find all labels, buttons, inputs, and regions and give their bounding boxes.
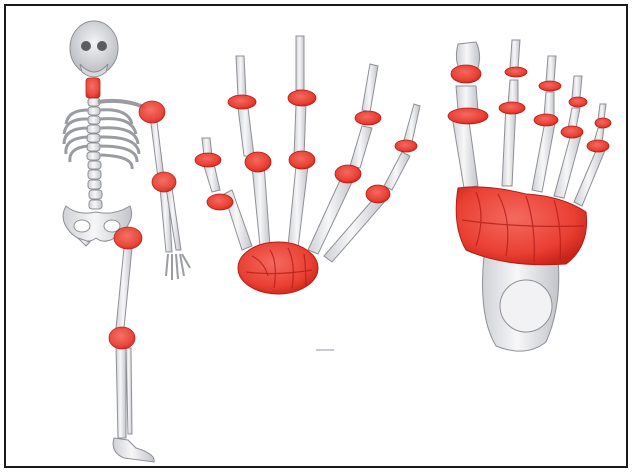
toe3-pip-joint	[534, 114, 558, 126]
stray-mark	[316, 349, 334, 351]
thumb-mcp-joint	[207, 194, 233, 210]
toe2-dip-joint	[505, 67, 527, 77]
knee-joint	[109, 327, 135, 349]
toe2-pip-joint	[499, 102, 525, 114]
little-finger	[404, 104, 420, 142]
skeleton-hand	[166, 254, 190, 280]
middle-pip-joint	[289, 151, 315, 169]
index-pip-joint	[245, 152, 271, 172]
index-dip-joint	[228, 95, 256, 109]
skeleton-figure	[63, 21, 190, 462]
elbow-joint	[152, 172, 176, 192]
little-pip-joint	[366, 185, 390, 203]
skeleton-foot	[113, 438, 154, 462]
illustration-frame	[4, 4, 628, 468]
middle-finger	[296, 36, 304, 90]
toe3-dip-joint	[539, 81, 561, 91]
rib-cage	[64, 110, 139, 169]
toe5-dip-joint	[595, 118, 611, 128]
neck-joint	[86, 78, 100, 98]
shoulder-joint	[139, 101, 165, 123]
hand-figure	[195, 36, 420, 294]
femur	[116, 248, 132, 328]
humerus	[150, 114, 164, 178]
ring-pip-joint	[335, 165, 361, 183]
toe4-pip-joint	[561, 126, 583, 138]
index-finger	[236, 56, 246, 96]
big-toe-mtp-joint	[448, 108, 488, 124]
thumb-ip-joint	[195, 153, 221, 167]
toe5-pip-joint	[587, 140, 609, 152]
ring-finger	[362, 64, 378, 112]
joint-diagram	[6, 6, 626, 466]
hip-joint	[114, 227, 142, 249]
middle-dip-joint	[288, 90, 316, 106]
toe4-dip-joint	[569, 97, 587, 107]
foot-figure	[448, 40, 611, 351]
foot-joints	[448, 65, 611, 152]
skull	[70, 21, 118, 75]
big-toe-ip-joint	[451, 65, 481, 83]
tibia	[116, 346, 126, 438]
ring-dip-joint	[355, 111, 381, 125]
spine	[87, 98, 102, 209]
little-dip-joint	[395, 140, 417, 152]
